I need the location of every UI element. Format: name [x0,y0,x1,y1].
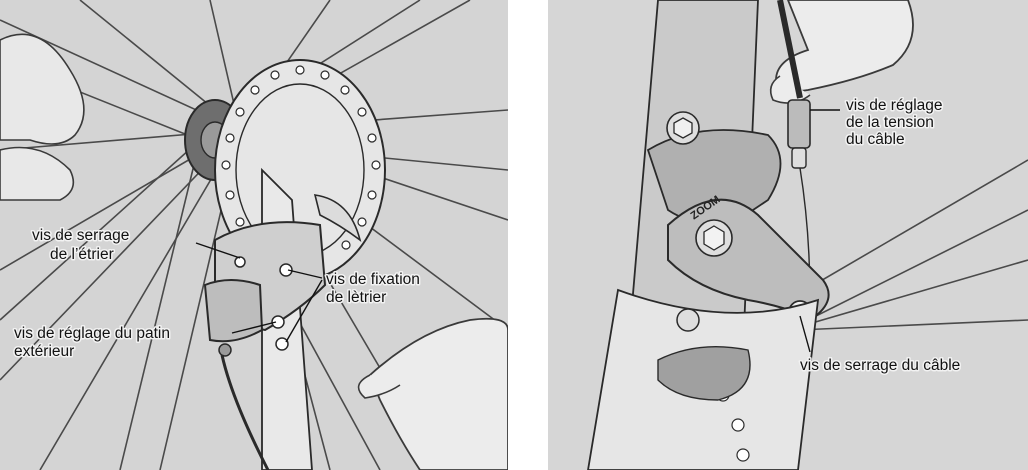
disc-brake-caliper-illustration: vis de serrage de l’étrier vis de fixati… [0,0,508,470]
left-illustration-panel: vis de serrage de l’étrier vis de fixati… [0,0,508,470]
label-cable-clamp-screw: vis de serrage du câble [800,357,960,374]
right-illustration-panel: ZOOM vis de réglage de la tension du câb… [548,0,1028,470]
cable-adjustment-illustration: ZOOM vis de réglage de la tension du câb… [548,0,1028,470]
